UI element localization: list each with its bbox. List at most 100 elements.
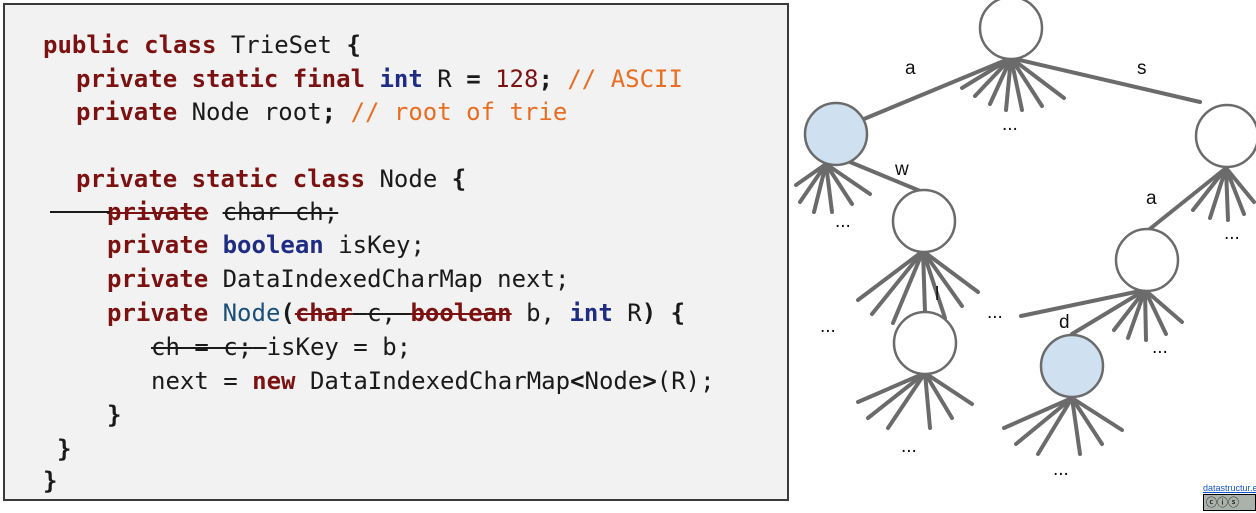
fanout-line [1009, 56, 1066, 100]
code-line-8: private DataIndexedCharMap next; [107, 262, 569, 296]
keyword: private [76, 65, 178, 93]
keyword: boolean [410, 299, 512, 327]
fanout-line [921, 249, 947, 320]
code-line-12: } [107, 398, 121, 432]
ellipsis-label: ... [1224, 223, 1240, 244]
param: b, [526, 299, 555, 327]
keyword: final [292, 65, 366, 93]
ellipsis-label: ... [820, 316, 836, 337]
keyword: private [107, 198, 209, 226]
fanout-line [1009, 56, 1044, 108]
code-line-9: private Node(char c, boolean b, int R) { [107, 296, 685, 330]
fanout-line [973, 56, 1013, 98]
fanout-line [1143, 288, 1184, 324]
cc-license-badge: ⓒⓘⓢ [1203, 494, 1256, 511]
edge-label-s: s [1137, 58, 1147, 79]
class-name: TrieSet [230, 31, 333, 59]
fanout-line [1126, 288, 1147, 340]
semicolon: ; [538, 65, 553, 93]
fanout-line [812, 162, 828, 214]
keyword: private [107, 231, 209, 259]
fanout-line [1036, 396, 1074, 456]
fanout-line [794, 162, 828, 187]
keyword: private [76, 165, 178, 193]
trie-node-aw [891, 188, 957, 254]
statement: isKey = b; [266, 333, 412, 361]
code-line-10: ch = c; isKey = b; [151, 330, 411, 364]
fanout-line [1004, 56, 1013, 112]
fanout-line [886, 371, 927, 430]
fanout-line [960, 56, 1013, 90]
code-line-6-struck: private char ch; [107, 195, 338, 229]
trie-node-sa [1114, 227, 1180, 293]
fanout-line [1143, 288, 1168, 336]
fanout-line [1224, 166, 1230, 222]
code-line-2: private static final int R = 128; // ASC… [76, 62, 683, 96]
ellipsis-label: ... [1152, 337, 1168, 358]
edge-w-l [921, 249, 927, 314]
brace: { [451, 165, 467, 193]
ellipsis-label: ... [1053, 459, 1069, 480]
trie-diagram: a s w a l d ... ... ... ... ... ... ... … [794, 0, 1256, 480]
fanout-line [1002, 396, 1074, 430]
type-name: DataIndexedCharMap [309, 367, 571, 395]
edge-label-d: d [1059, 312, 1070, 333]
brace: } [43, 467, 58, 495]
trie-edges [794, 56, 1256, 456]
trie-node-awl [892, 310, 958, 376]
fanout-line [1070, 396, 1124, 432]
keyword: public [43, 31, 130, 59]
fanout-line [923, 371, 954, 420]
fanout-line [1191, 166, 1228, 212]
fanout-line [866, 371, 927, 420]
struck-param: c, [367, 299, 397, 327]
type-name: Node [584, 367, 643, 395]
trie-node-s [1194, 103, 1256, 169]
arguments: (R); [656, 367, 715, 395]
fanout-line [856, 249, 925, 302]
keyword: int [379, 65, 423, 93]
fanout-line [1070, 396, 1082, 456]
edge-a-d [1070, 288, 1147, 336]
edge-root-s [1009, 56, 1202, 104]
type-name: Node [191, 98, 250, 126]
fanout-line [856, 371, 927, 404]
struck-keyword: char [294, 299, 353, 327]
angle-bracket: > [642, 367, 657, 395]
field-declaration: DataIndexedCharMap next; [222, 265, 570, 293]
keyword: static [191, 65, 279, 93]
fanout-line [824, 162, 872, 196]
trie-nodes [803, 0, 1256, 399]
paren: ) [641, 299, 657, 327]
struck-field: char ch; [222, 198, 339, 226]
brace: { [670, 299, 686, 327]
fanout-line [923, 371, 974, 406]
semicolon: ; [321, 98, 337, 126]
identifier: root [263, 98, 322, 126]
edge-a-w [848, 160, 927, 195]
ellipsis-label: ... [987, 302, 1003, 323]
brace: } [57, 435, 72, 463]
code-line-13: } [57, 432, 71, 466]
fanout-line [824, 162, 834, 214]
strikethrough-line [50, 211, 110, 213]
edge-s-a [1144, 166, 1228, 234]
brace: { [346, 31, 361, 59]
code-line-7: private boolean isKey; [107, 228, 425, 262]
fanout-line [923, 371, 932, 430]
fanout-line [1070, 396, 1104, 446]
keyword: new [252, 367, 296, 395]
fanout-line [798, 162, 828, 204]
credit-link[interactable]: datastructur.es [1203, 483, 1256, 493]
edge-label-a: a [905, 58, 916, 79]
keyword: private [107, 265, 209, 293]
keyword: class [144, 31, 217, 59]
edge-label-w: w [894, 159, 909, 180]
ellipsis-label: ... [1002, 114, 1018, 135]
trie-node-root [978, 0, 1044, 61]
fanout-line [1009, 56, 1024, 112]
keyword: private [76, 98, 178, 126]
struck-statement: ch = c; [151, 333, 253, 361]
edge-label-l: l [935, 284, 939, 305]
identifier: isKey; [338, 231, 425, 259]
